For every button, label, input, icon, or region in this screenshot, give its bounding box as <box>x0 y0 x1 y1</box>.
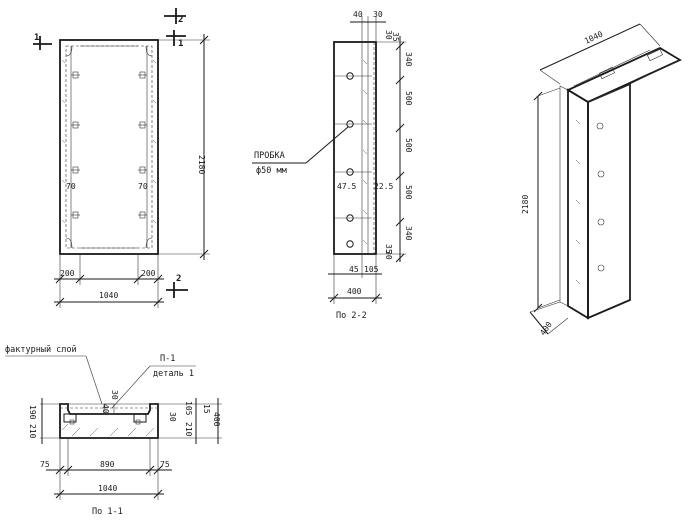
front-width-dim: 1040 <box>99 291 118 300</box>
side-dim-340-top: 340 <box>404 52 413 67</box>
section-1-1-caption: По 1-1 <box>92 507 123 517</box>
front-panel-outline <box>59 39 159 255</box>
svg-text:1: 1 <box>34 33 39 43</box>
sec-dim-190: 190 <box>28 405 37 420</box>
sec-dim-75-left: 75 <box>40 460 50 469</box>
side-top-dim-left: 40 <box>353 10 363 19</box>
front-edge-right-dim: 200 <box>141 269 156 278</box>
side-right-dim-top: 30 <box>384 30 393 40</box>
side-inner-right-dim: 22.5 <box>374 182 393 191</box>
sec-dim-210-right: 210 <box>184 422 193 437</box>
sec-dim-30: 30 <box>168 412 177 422</box>
iso-view: 1040 2180 400 <box>521 23 682 337</box>
section-1-1: фактурный слой П-1 деталь 1 30 40 190 21… <box>5 345 222 517</box>
part-label: П-1 <box>160 354 175 364</box>
side-inner-left-dim: 47.5 <box>337 182 356 191</box>
section-mark-2-bottom: 2 <box>166 274 188 298</box>
side-dim-500-b: 500 <box>404 138 413 153</box>
facing-layer-label: фактурный слой <box>5 345 77 355</box>
iso-inserts <box>596 122 605 272</box>
svg-text:2: 2 <box>176 274 181 284</box>
side-dim-35-top: 35 <box>391 32 400 42</box>
detail-label: деталь 1 <box>153 369 194 379</box>
side-dim-500-a: 500 <box>404 91 413 106</box>
sec-dim-210-left: 210 <box>28 424 37 439</box>
plug-holes <box>334 72 372 248</box>
side-top-dim-right: 30 <box>373 10 383 19</box>
front-edge-left-dim: 200 <box>60 269 75 278</box>
sec-dim-400: 400 <box>212 412 221 427</box>
iso-depth-dim: 400 <box>538 320 554 337</box>
anchor-ticks <box>71 71 147 219</box>
section-mark-1-right: 1 <box>166 30 186 49</box>
front-view: 70 70 2180 200 200 1040 1 <box>33 8 210 308</box>
sec-dim-1040: 1040 <box>98 484 117 493</box>
front-inner-frame <box>65 45 153 249</box>
side-dim-500-c: 500 <box>404 185 413 200</box>
front-inner-left-dim: 70 <box>66 182 76 191</box>
sec-dim-75-right: 75 <box>160 460 170 469</box>
probka-size: ф50 мм <box>256 166 287 176</box>
sec-dim-105: 105 <box>184 401 193 416</box>
side-dim-35-bottom: 35 <box>384 244 393 254</box>
sec-dim-30-top: 30 <box>110 390 119 400</box>
probka-label: ПРОБКА <box>254 151 285 161</box>
side-bottom-dim-left: 45 <box>349 265 359 274</box>
front-height-dim: 2180 <box>197 155 206 174</box>
iso-top-dim: 1040 <box>583 29 604 45</box>
side-dim-340-bottom: 340 <box>404 226 413 241</box>
side-right-dim-bottom: 30 <box>384 250 393 260</box>
iso-height-dim: 2180 <box>521 195 530 214</box>
sec-dim-15: 15 <box>202 404 211 414</box>
section-mark-1-left: 1 <box>33 33 52 50</box>
side-bottom-width-dim: 400 <box>347 287 362 296</box>
side-panel-outline <box>333 41 377 255</box>
svg-text:1: 1 <box>178 39 183 49</box>
side-bottom-dim-right: 105 <box>364 265 379 274</box>
section-mark-2-top: 2 <box>164 8 186 25</box>
svg-text:2: 2 <box>178 15 183 25</box>
sec-dim-40: 40 <box>101 404 110 414</box>
section-2-2-caption: По 2-2 <box>336 311 367 321</box>
side-view: 40 30 35 340 500 500 500 340 35 30 30 47… <box>252 10 413 321</box>
front-inner-right-dim: 70 <box>138 182 148 191</box>
sec-dim-890: 890 <box>100 460 115 469</box>
